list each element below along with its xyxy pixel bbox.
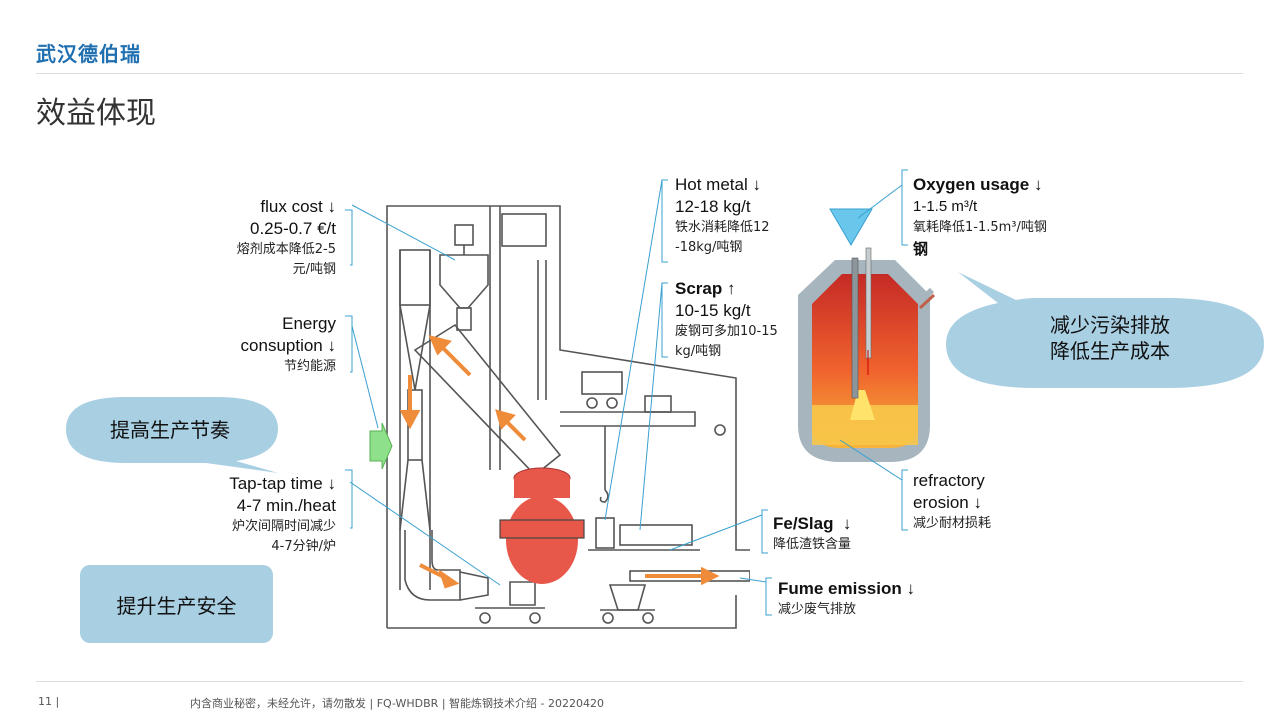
flux-zh-1: 熔剂成本降低2-5 <box>236 242 336 257</box>
label-fume-emission: Fume emission ↓ 减少废气排放 <box>778 578 948 620</box>
down-arrow-icon: ↓ <box>327 336 337 355</box>
label-taptap: Tap-tap time ↓ 4-7 min./heat 炉次间隔时间减少 4-… <box>180 473 336 557</box>
down-arrow-icon: ↓ <box>906 579 916 598</box>
oxygen-title: Oxygen usage <box>913 175 1030 194</box>
label-refractory: refractory erosion ↓ 减少耐材损耗 <box>913 470 1053 534</box>
oxygen-zh-1: 氧耗降低1-1.5m³/吨钢 <box>913 220 1047 235</box>
label-hot-metal: Hot metal ↓ 12-18 kg/t 铁水消耗降低12 -18kg/吨钢 <box>675 174 805 258</box>
taptap-title: Tap-tap time <box>229 474 323 493</box>
energy-line1: Energy <box>282 314 336 333</box>
feslag-zh: 降低渣铁含量 <box>773 537 852 552</box>
hotmetal-zh-2: -18kg/吨钢 <box>675 240 743 255</box>
down-arrow-icon: ↓ <box>327 197 337 216</box>
refractory-zh: 减少耐材损耗 <box>913 516 992 531</box>
fume-title: Fume emission <box>778 579 902 598</box>
up-arrow-icon: ↑ <box>726 279 736 298</box>
taptap-zh-1: 炉次间隔时间减少 <box>231 519 336 534</box>
feslag-title: Fe/Slag <box>773 514 834 533</box>
footer-text: 内含商业秘密，未经允许，请勿散发 | FQ-WHDBR | 智能炼钢技术介绍 -… <box>190 697 604 710</box>
down-arrow-icon: ↓ <box>752 175 761 194</box>
bubble-pollution-line1: 减少污染排放 <box>1050 313 1170 337</box>
refractory-line1: refractory <box>913 471 985 490</box>
steel-plant-diagram <box>386 205 750 629</box>
scrap-value: 10-15 kg/t <box>675 301 751 320</box>
page-title: 效益体现 <box>36 96 156 131</box>
brand-logo-text: 武汉德伯瑞 <box>36 42 141 66</box>
taptap-value: 4-7 min./heat <box>236 496 336 515</box>
footer-divider <box>36 681 1243 682</box>
hotmetal-title: Hot metal <box>675 175 748 194</box>
bubble-rhythm-text: 提高生产节奏 <box>110 417 230 442</box>
bubble-pollution-text: 减少污染排放 降低生产成本 <box>1000 310 1220 366</box>
scrap-title: Scrap <box>675 279 723 298</box>
flow-arrows <box>399 335 720 589</box>
callout-bubble-rhythm <box>66 397 278 473</box>
oxygen-zh-2: 钢 <box>913 240 929 258</box>
converter-vessel <box>499 467 585 584</box>
hotmetal-value: 12-18 kg/t <box>675 197 751 216</box>
scrap-zh-1: 废钢可多加10-15 <box>675 324 778 339</box>
fume-zh: 减少废气排放 <box>778 602 857 617</box>
bubble-pollution-line2: 降低生产成本 <box>1050 339 1170 363</box>
refractory-line2: erosion <box>913 493 969 512</box>
taptap-zh-2: 4-7分钟/炉 <box>271 539 336 554</box>
energy-line2: consuption <box>240 336 323 355</box>
flux-zh-2: 元/吨钢 <box>292 262 336 277</box>
label-scrap: Scrap ↑ 10-15 kg/t 废钢可多加10-15 kg/吨钢 <box>675 278 805 362</box>
down-arrow-icon: ↓ <box>327 474 337 493</box>
bubble-safety: 提升生产安全 <box>80 565 273 643</box>
energy-zh: 节约能源 <box>283 359 336 374</box>
green-arrow-icon <box>369 422 393 470</box>
down-arrow-icon: ↓ <box>973 493 983 512</box>
label-energy: Energy consuption ↓ 节约能源 <box>180 313 336 377</box>
oxygen-value: 1-1.5 m³/t <box>913 198 978 215</box>
label-fe-slag: Fe/Slag ↓ 降低渣铁含量 <box>773 513 893 555</box>
scrap-zh-2: kg/吨钢 <box>675 344 722 359</box>
label-flux-cost: flux cost ↓ 0.25-0.7 €/t 熔剂成本降低2-5 元/吨钢 <box>180 196 336 280</box>
label-oxygen: Oxygen usage ↓ 1-1.5 m³/t 氧耗降低1-1.5m³/吨钢… <box>913 174 1083 260</box>
callout-bubble-pollution <box>946 272 1264 388</box>
flux-value: 0.25-0.7 €/t <box>249 219 336 238</box>
down-arrow-icon: ↓ <box>1033 175 1043 194</box>
down-arrow-icon: ↓ <box>842 514 852 533</box>
header-divider <box>36 73 1243 74</box>
flux-title: flux cost <box>260 197 323 216</box>
page-number: 11 | <box>38 695 60 708</box>
hotmetal-zh-1: 铁水消耗降低12 <box>675 220 770 235</box>
bof-converter-diagram <box>798 247 936 462</box>
oxygen-inlet-icon <box>829 208 873 246</box>
